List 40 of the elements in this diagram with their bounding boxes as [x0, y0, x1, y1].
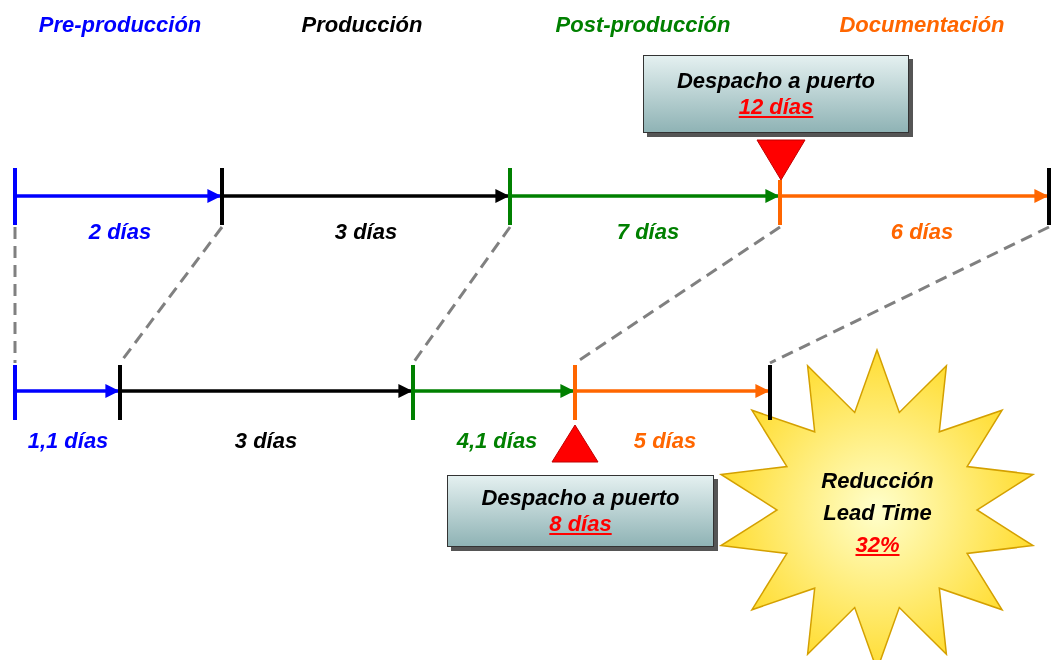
arrow — [512, 189, 780, 203]
arrow — [782, 189, 1049, 203]
arrow — [577, 384, 770, 398]
phase-heading: Pre-producción — [38, 12, 202, 37]
tick-mark — [778, 180, 782, 225]
starburst — [718, 347, 1036, 660]
dashed-line — [411, 226, 512, 364]
callout-text: Despacho a puerto — [481, 485, 680, 511]
tick-mark — [13, 168, 17, 225]
duration-text: 8 días — [549, 511, 612, 537]
tick-mark — [1047, 168, 1051, 225]
phase-heading: Producción — [301, 12, 423, 37]
dashed-line — [769, 225, 1050, 365]
edge-label: 3 días — [234, 428, 298, 453]
tick-mark — [508, 168, 512, 225]
percentage-text: 32% — [855, 531, 900, 559]
arrow — [122, 384, 413, 398]
edge-label: 1,1 días — [27, 428, 109, 453]
edge-label: 7 días — [616, 219, 680, 244]
arrow — [415, 384, 575, 398]
dashed-line — [13, 227, 17, 363]
phase-heading: Post-producción — [555, 12, 731, 37]
starburst-text: Reducción Lead Time — [820, 467, 935, 527]
tick-mark — [13, 365, 17, 420]
arrow — [17, 189, 222, 203]
tick-mark — [768, 365, 772, 420]
edge-label: 6 días — [890, 219, 954, 244]
tick-mark — [118, 365, 122, 420]
callout-text: Despacho a puerto — [676, 68, 875, 94]
phase-heading: Documentación — [839, 12, 1005, 37]
arrow — [17, 384, 120, 398]
edge-label: 4,1 días — [456, 428, 538, 453]
duration-text: 12 días — [738, 94, 814, 120]
tick-mark — [411, 365, 415, 420]
edge-label: 5 días — [633, 428, 697, 453]
tick-mark — [573, 365, 577, 420]
edge-label: 2 días — [88, 219, 152, 244]
tick-mark — [220, 168, 224, 225]
edge-label: 3 días — [334, 219, 398, 244]
arrow — [224, 189, 510, 203]
